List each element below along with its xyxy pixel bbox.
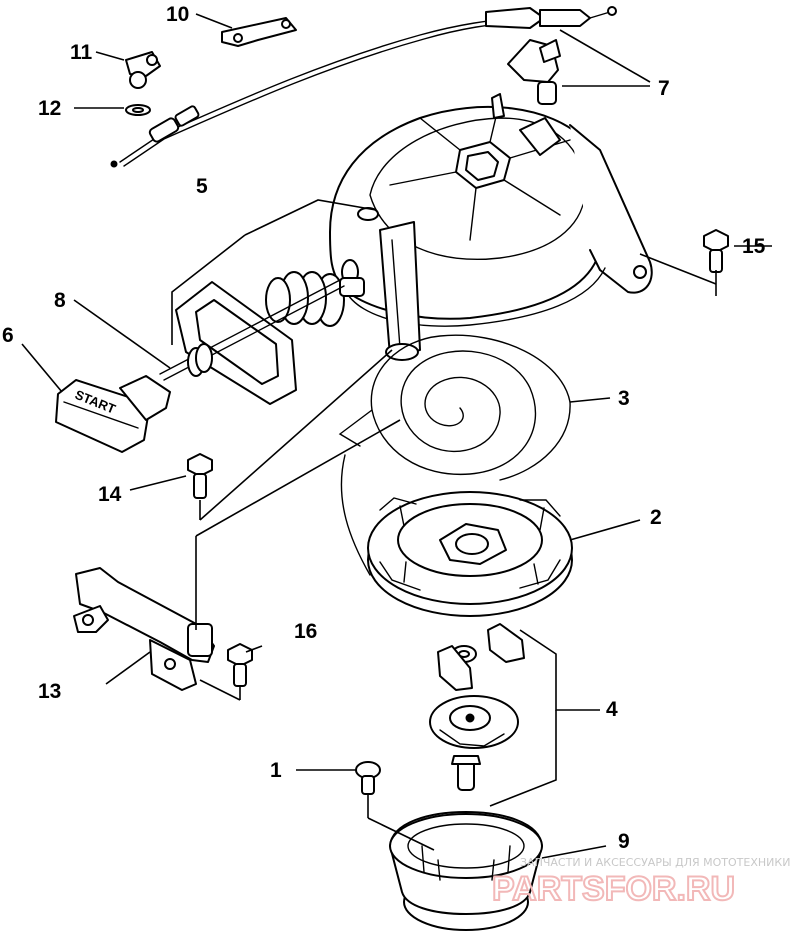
part-rope-guide: [159, 279, 345, 381]
callout-14: 14: [98, 483, 122, 506]
part-bolt-16: [227, 643, 253, 687]
callout-8: 8: [54, 289, 66, 312]
callout-5: 5: [196, 175, 208, 198]
part-bolt-15: [703, 229, 729, 273]
watermark-tagline: ЗАПЧАСТИ И АКСЕССУАРЫ ДЛЯ МОТОТЕХНИКИ: [520, 856, 790, 869]
callout-3: 3: [618, 387, 630, 410]
part-shaft-spring: [265, 271, 365, 327]
leader-lines: [21, 13, 772, 859]
callout-4: 4: [606, 698, 618, 721]
callout-11: 11: [70, 41, 93, 64]
part-cable-bracket: [221, 17, 297, 47]
part-starter-housing: [329, 93, 653, 361]
callout-15: 15: [742, 235, 766, 258]
callout-10: 10: [166, 3, 189, 26]
part-rope-pulley: [367, 491, 573, 617]
part-washer: [125, 104, 151, 116]
part-ratchet-set: [429, 623, 525, 791]
callout-labels: 10 11 12 7 5 8 6 15 3 14 2 16 13 4 1 9: [2, 3, 766, 853]
callout-12: 12: [38, 97, 61, 120]
callout-9: 9: [618, 830, 630, 853]
part-throttle-cam: [507, 39, 561, 105]
part-mounting-bracket: [73, 567, 215, 691]
callout-6: 6: [2, 324, 14, 347]
part-cable-clamp: [125, 51, 161, 89]
part-recoil-spring: [338, 334, 571, 576]
callout-1: 1: [270, 759, 282, 782]
callout-7: 7: [658, 77, 670, 100]
part-starter-cup: [389, 811, 543, 931]
part-bolt-1: [355, 761, 381, 795]
callout-2: 2: [650, 506, 662, 529]
watermark-brand: PARTSFOR.RU: [492, 870, 735, 908]
callout-13: 13: [38, 680, 61, 703]
watermark: ЗАПЧАСТИ И АКСЕССУАРЫ ДЛЯ МОТОТЕХНИКИ PA…: [491, 856, 790, 909]
part-bolt-14: [187, 453, 213, 499]
part-throttle-cable: [110, 6, 617, 168]
part-starter-handle: START: [55, 375, 171, 453]
callout-16: 16: [294, 620, 317, 643]
